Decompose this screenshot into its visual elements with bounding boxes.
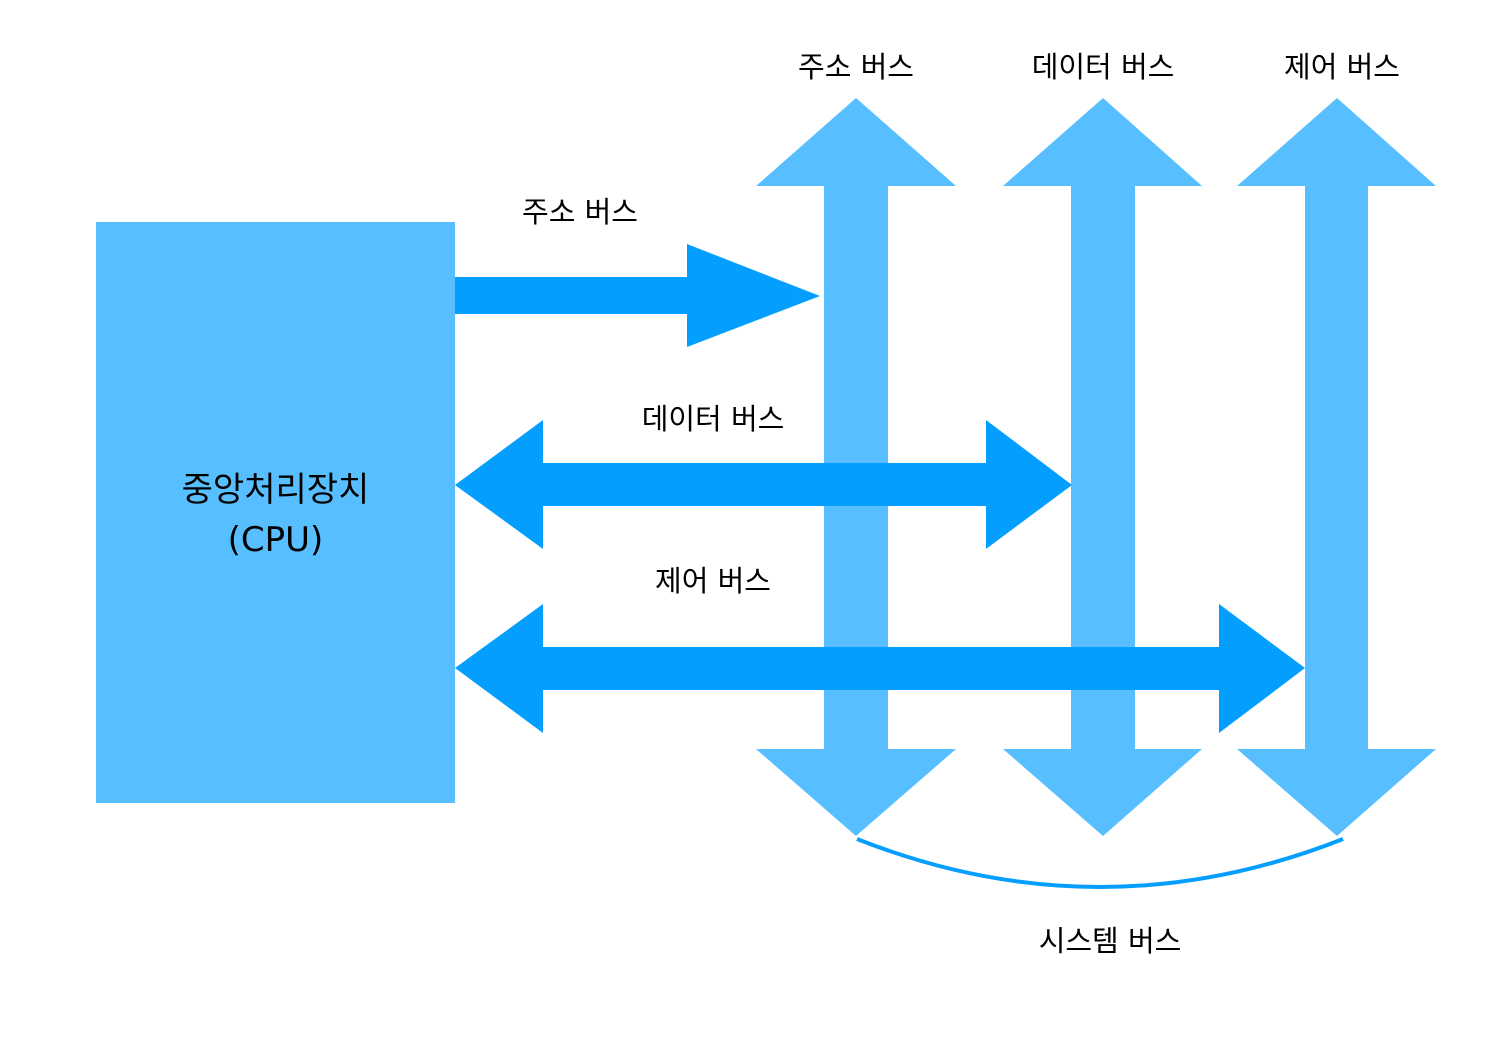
cpu-abbr: (CPU) [227, 520, 324, 560]
cpu-control-bus-arrow [455, 604, 1305, 733]
cpu-name: 중앙처리장치 [181, 470, 370, 510]
system-bus-bracket [856, 837, 1344, 889]
control-bus-vertical-arrow [1237, 98, 1436, 836]
cpu-data-bus-label: 데이터 버스 [641, 402, 785, 436]
cpu-label: 중앙처리장치 (CPU) [96, 465, 455, 565]
cpu-address-bus-arrow [455, 244, 820, 347]
data-bus-top-label: 데이터 버스 [1031, 50, 1175, 84]
system-bus-label: 시스템 버스 [1038, 924, 1182, 958]
address-bus-top-label: 주소 버스 [798, 50, 914, 84]
control-bus-top-label: 제어 버스 [1284, 50, 1400, 84]
data-bus-vertical-arrow [1003, 98, 1202, 836]
cpu-box [96, 222, 455, 803]
cpu-control-bus-label: 제어 버스 [655, 564, 771, 598]
cpu-data-bus-arrow [455, 420, 1072, 549]
cpu-address-bus-label: 주소 버스 [522, 195, 638, 229]
